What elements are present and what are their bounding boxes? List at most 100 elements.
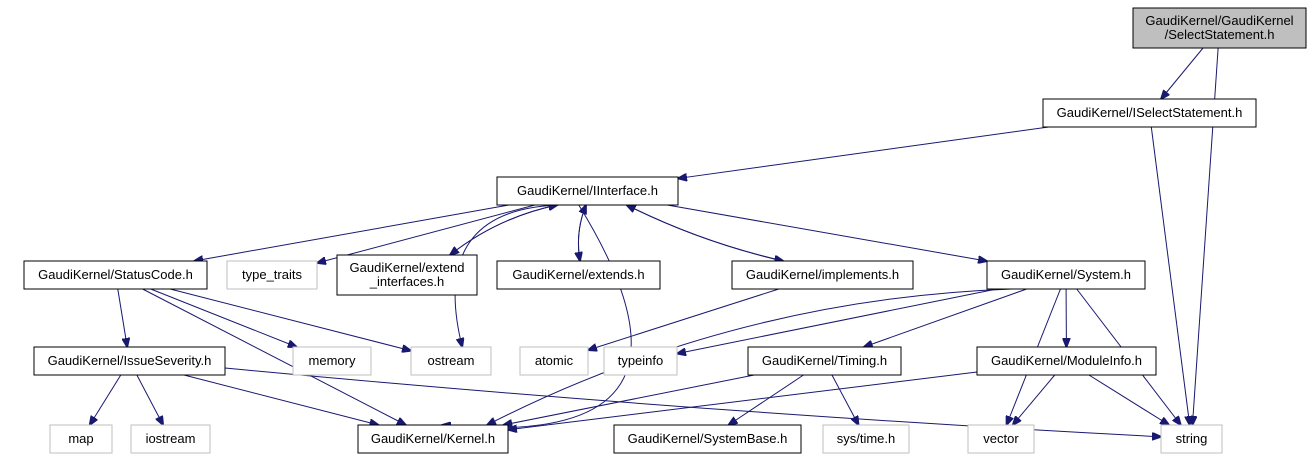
node-label: sys/time.h	[837, 431, 896, 446]
edge-iinterface-to-kernel	[442, 204, 632, 428]
node-statuscode[interactable]: GaudiKernel/StatusCode.h	[23, 260, 208, 290]
node-box	[613, 424, 802, 454]
edge-statuscode-to-ostream	[169, 288, 411, 351]
edge-timing-to-kernel	[503, 374, 755, 425]
node-label: GaudiKernel/System.h	[1001, 267, 1131, 282]
edge-moduleinfo-to-vector	[1013, 374, 1056, 425]
node-label: GaudiKernel/Kernel.h	[371, 431, 495, 446]
node-label: memory	[309, 353, 356, 368]
node-label: GaudiKernel/IInterface.h	[517, 183, 658, 198]
edge-statuscode-to-memory	[150, 288, 297, 347]
edge-issueseverity-to-iostream	[136, 374, 163, 425]
node-iselect[interactable]: GaudiKernel/ISelectStatement.h	[1042, 98, 1257, 128]
node-box	[49, 424, 113, 454]
edge-iselect-to-iinterface	[678, 126, 1049, 178]
node-iostream: iostream	[130, 424, 211, 454]
edge-iselect-to-string	[1150, 126, 1189, 425]
node-box	[130, 424, 211, 454]
edge-implements-to-iinterface	[627, 205, 784, 262]
node-label: atomic	[535, 353, 574, 368]
node-label: map	[68, 431, 93, 446]
node-implements[interactable]: GaudiKernel/implements.h	[731, 260, 914, 290]
node-box	[23, 260, 208, 290]
node-box	[336, 254, 478, 296]
edge-root-to-string	[1192, 47, 1219, 425]
node-label: GaudiKernel/implements.h	[746, 267, 899, 282]
node-box	[967, 424, 1035, 454]
edge-extend_interfaces-to-iinterface	[449, 205, 557, 256]
edge-timing-to-systembase	[729, 374, 804, 425]
node-box	[1160, 424, 1223, 454]
node-label: GaudiKernel/extends.h	[512, 267, 644, 282]
edge-root-to-iselect	[1161, 47, 1204, 99]
edge-iinterface-to-system	[667, 204, 987, 261]
nodes-layer: GaudiKernel/GaudiKernel/SelectStatement.…	[23, 7, 1307, 454]
node-box	[226, 260, 318, 290]
node-box	[357, 424, 509, 454]
node-systime: sys/time.h	[822, 424, 910, 454]
node-box	[603, 346, 678, 376]
node-label: /SelectStatement.h	[1165, 27, 1275, 42]
node-box	[986, 260, 1146, 290]
node-label: type_traits	[242, 267, 302, 282]
node-label: ostream	[428, 353, 475, 368]
node-label: _interfaces.h	[369, 274, 444, 289]
edge-iinterface-to-extends	[578, 204, 587, 261]
node-box	[822, 424, 910, 454]
node-systembase[interactable]: GaudiKernel/SystemBase.h	[613, 424, 802, 454]
node-typeinfo: typeinfo	[603, 346, 678, 376]
node-label: vector	[983, 431, 1019, 446]
edge-system-to-timing	[864, 288, 1027, 347]
node-memory: memory	[292, 346, 372, 376]
edge-implements-to-atomic	[588, 288, 779, 350]
node-box	[33, 346, 226, 376]
node-box	[519, 346, 589, 376]
node-box	[747, 346, 902, 376]
edge-extends-to-iinterface	[578, 205, 586, 262]
node-timing[interactable]: GaudiKernel/Timing.h	[747, 346, 902, 376]
edge-statuscode-to-issueseverity	[117, 288, 127, 347]
edge-system-to-kernel	[487, 288, 1012, 425]
node-label: GaudiKernel/GaudiKernel	[1145, 13, 1293, 28]
node-label: GaudiKernel/IssueSeverity.h	[48, 353, 212, 368]
edge-iinterface-to-statuscode	[194, 204, 509, 261]
node-label: typeinfo	[618, 353, 664, 368]
node-label: GaudiKernel/extend	[350, 260, 465, 275]
edge-moduleinfo-to-kernel	[508, 371, 978, 430]
node-system[interactable]: GaudiKernel/System.h	[986, 260, 1146, 290]
node-box	[496, 260, 661, 290]
node-iinterface[interactable]: GaudiKernel/IInterface.h	[496, 176, 679, 206]
edge-issueseverity-to-map	[90, 374, 122, 425]
node-box	[292, 346, 372, 376]
node-issueseverity[interactable]: GaudiKernel/IssueSeverity.h	[33, 346, 226, 376]
edge-iinterface-to-implements	[626, 204, 784, 261]
node-extend_interfaces[interactable]: GaudiKernel/extend_interfaces.h	[336, 254, 478, 296]
node-box	[731, 260, 914, 290]
node-label: GaudiKernel/SystemBase.h	[628, 431, 788, 446]
node-ostream: ostream	[410, 346, 492, 376]
node-box	[1042, 98, 1257, 128]
node-box	[496, 176, 679, 206]
node-type_traits: type_traits	[226, 260, 318, 290]
node-atomic: atomic	[519, 346, 589, 376]
node-string: string	[1160, 424, 1223, 454]
node-box	[410, 346, 492, 376]
node-label: GaudiKernel/Timing.h	[762, 353, 887, 368]
node-map: map	[49, 424, 113, 454]
node-kernel[interactable]: GaudiKernel/Kernel.h	[357, 424, 509, 454]
node-label: GaudiKernel/ModuleInfo.h	[991, 353, 1142, 368]
node-extends[interactable]: GaudiKernel/extends.h	[496, 260, 661, 290]
node-label: iostream	[146, 431, 196, 446]
node-vector: vector	[967, 424, 1035, 454]
edge-system-to-typeinfo	[677, 288, 997, 354]
edge-moduleinfo-to-string	[1088, 374, 1169, 425]
edge-iinterface-to-type_traits	[317, 204, 536, 263]
node-box	[976, 346, 1157, 376]
node-moduleinfo[interactable]: GaudiKernel/ModuleInfo.h	[976, 346, 1157, 376]
edge-timing-to-systime	[831, 374, 859, 425]
node-box	[1132, 7, 1307, 49]
node-root[interactable]: GaudiKernel/GaudiKernel/SelectStatement.…	[1132, 7, 1307, 49]
edge-statuscode-to-kernel	[142, 288, 406, 425]
node-label: string	[1176, 431, 1208, 446]
